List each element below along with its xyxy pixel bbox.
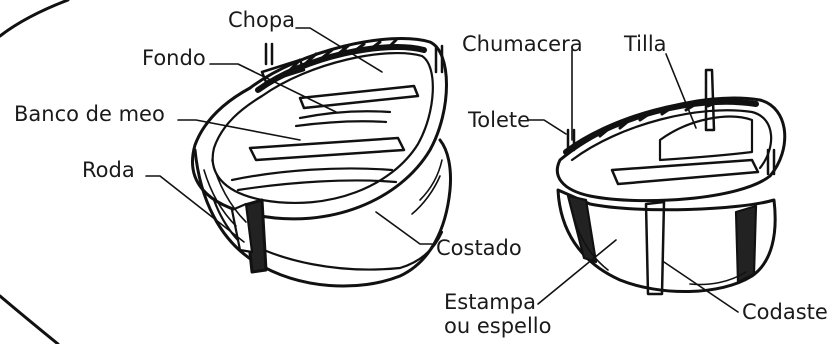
leader-costado [376, 212, 432, 244]
label-estampa-line2: ou espello [444, 316, 551, 337]
label-tolete: Tolete [468, 110, 530, 131]
left-boat-thwart-front [250, 138, 404, 160]
label-tilla: Tilla [624, 34, 667, 55]
leader-banco-de-meo [178, 120, 300, 140]
leader-tolete [528, 120, 566, 134]
right-boat-gunwale [557, 98, 784, 201]
right-boat-thwart [612, 160, 758, 184]
label-costado: Costado [436, 238, 522, 259]
label-roda: Roda [82, 160, 135, 181]
left-boat-thwart-mid [300, 86, 418, 108]
label-chopa: Chopa [228, 10, 295, 31]
label-banco-de-meo: Banco de meo [14, 104, 165, 125]
label-chumacera: Chumacera [462, 34, 583, 55]
frame-curve-bottom-left [0, 296, 58, 344]
left-boat-gunwale-outer [193, 39, 447, 219]
right-boat-sternpost [646, 202, 664, 294]
frame-curve-top-left [0, 0, 68, 36]
label-estampa-line1: Estampa [444, 292, 536, 313]
label-codaste: Codaste [742, 302, 828, 323]
label-fondo: Fondo [142, 48, 206, 69]
left-boat [193, 39, 451, 287]
